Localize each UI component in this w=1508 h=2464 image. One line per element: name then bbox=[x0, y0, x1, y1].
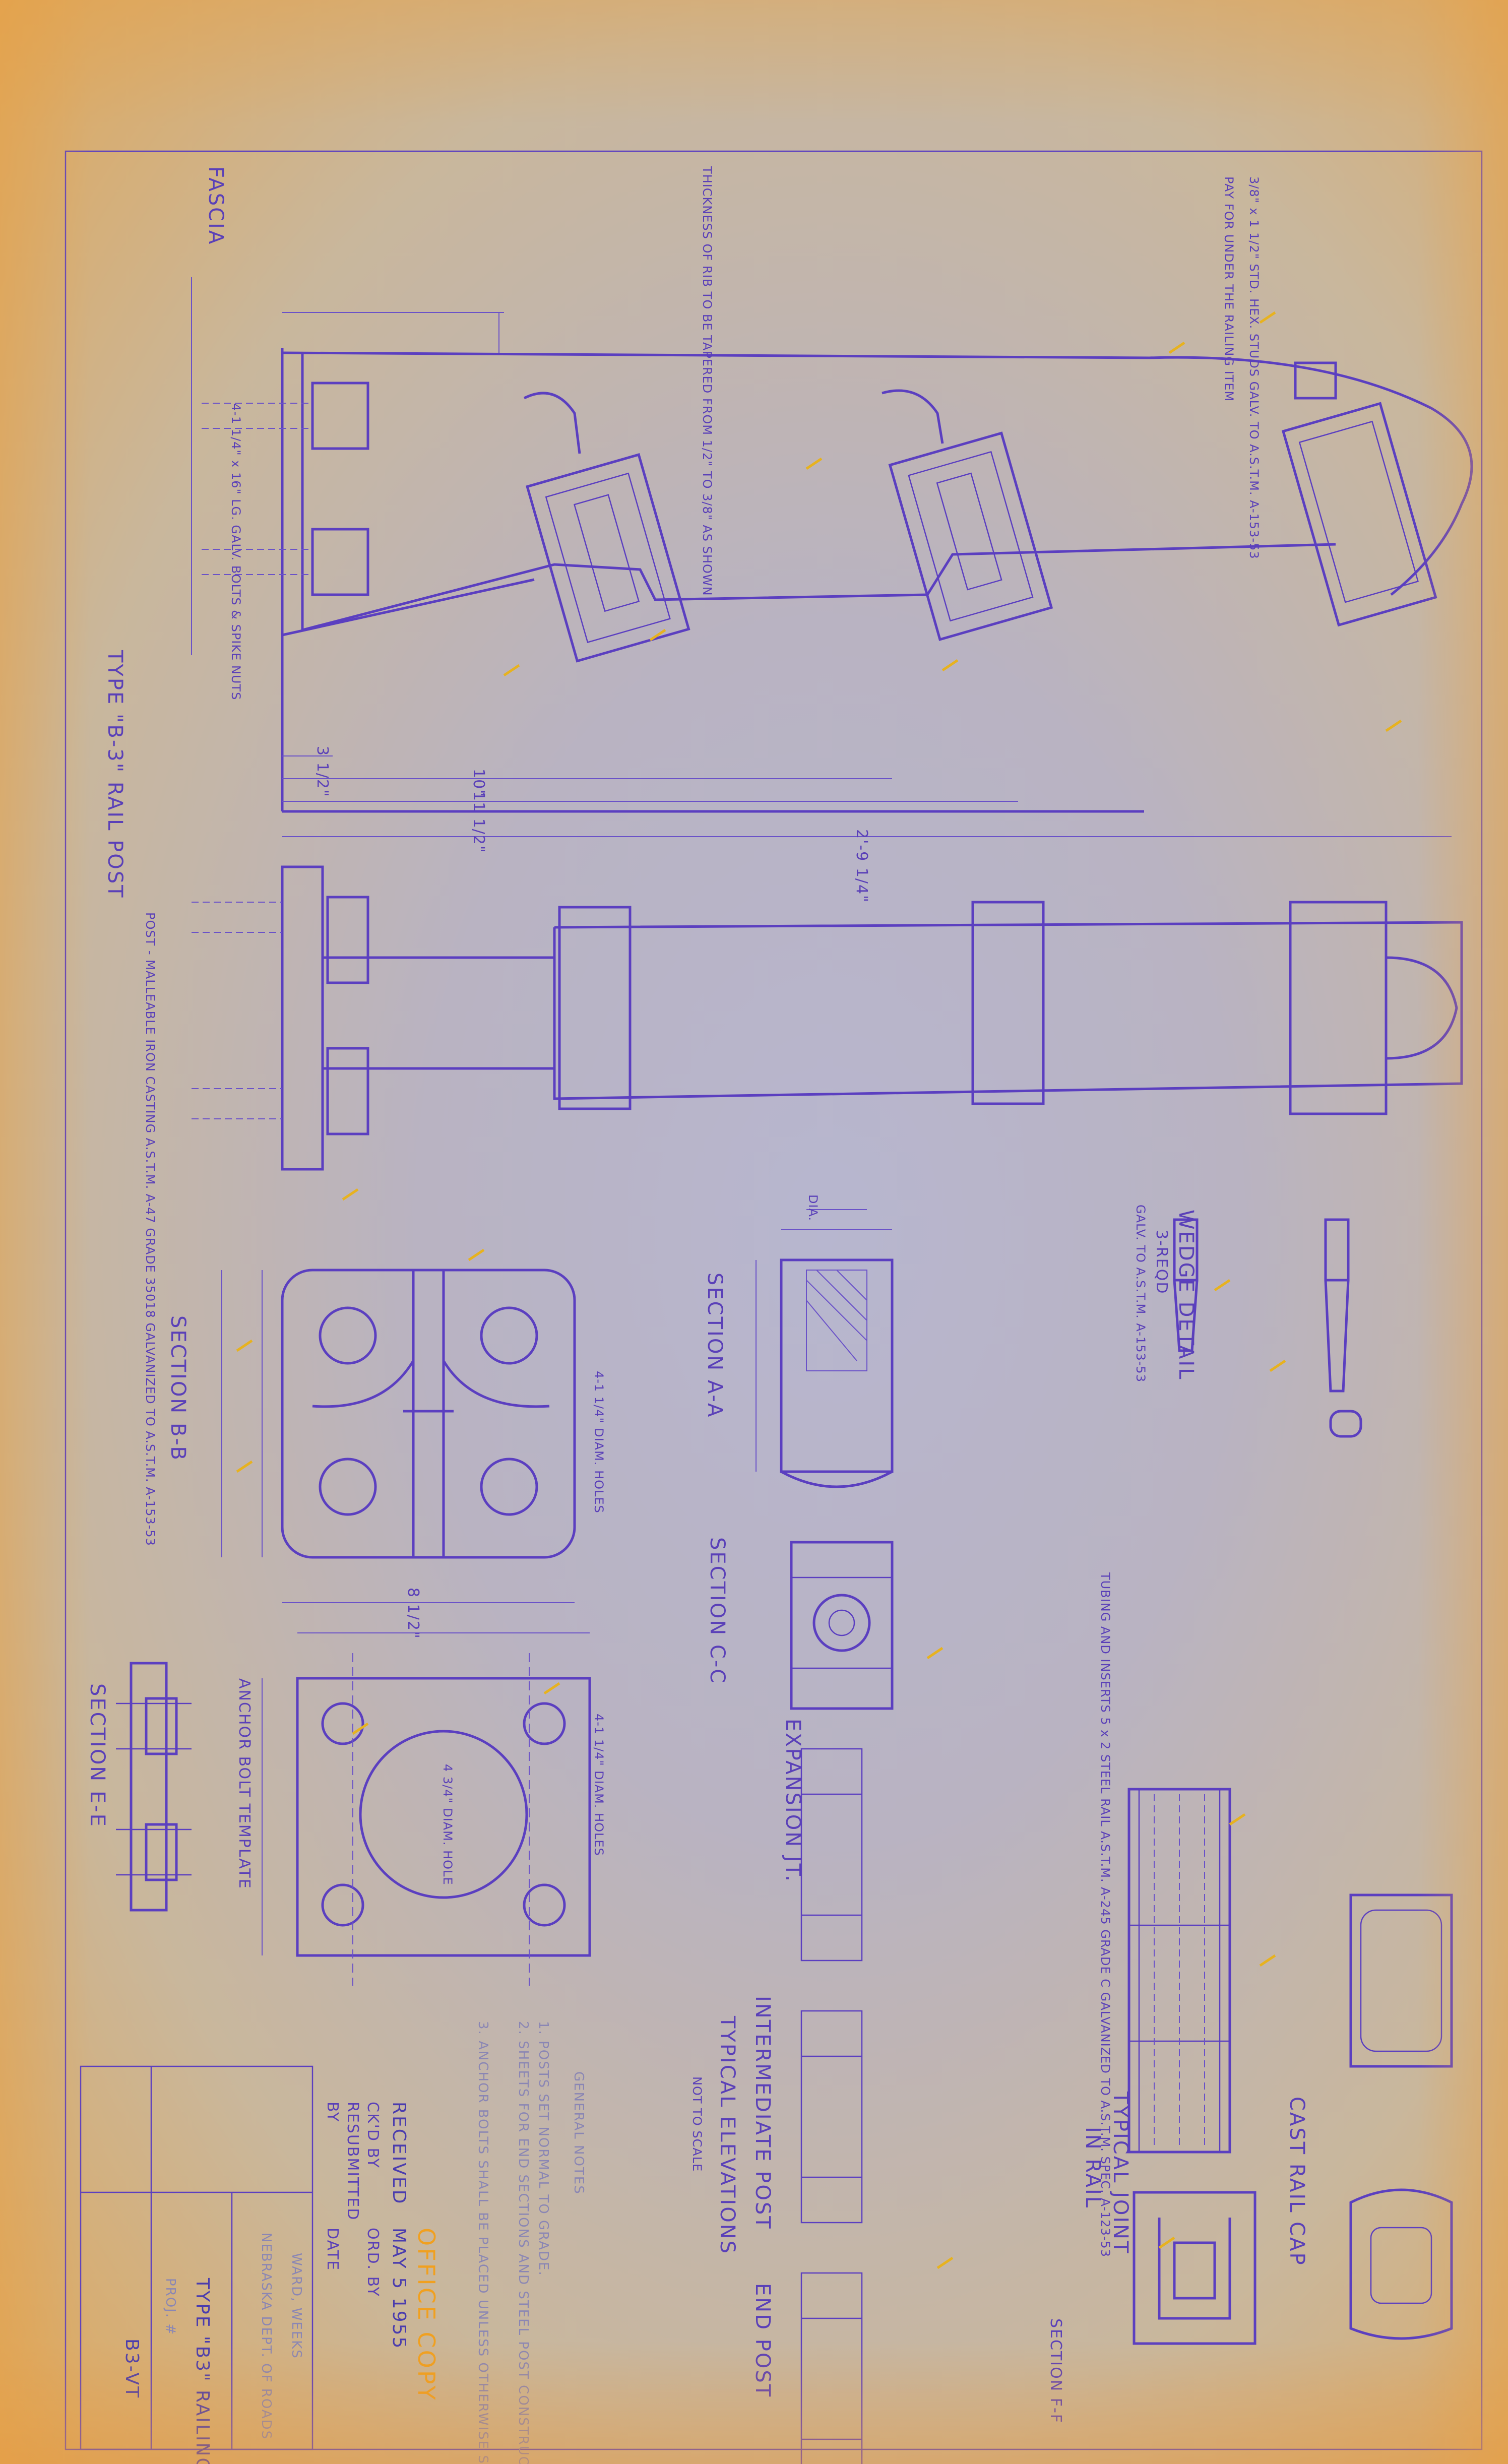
anchor-template-title: ANCHOR BOLT TEMPLATE bbox=[235, 1678, 253, 1889]
dim-3: 3 1/2" bbox=[313, 746, 331, 798]
section-bb-title: SECTION B-B bbox=[166, 1315, 190, 1462]
by-label: BY bbox=[324, 2102, 341, 2122]
ord-by-label: ORD. BY bbox=[364, 2228, 382, 2297]
section-bb bbox=[221, 1269, 576, 1603]
note-3: 3. ANCHOR BOLTS SHALL BE PLACED UNLESS O… bbox=[475, 2021, 490, 2464]
end-post-label: END POST bbox=[751, 2283, 774, 2398]
anchor-template bbox=[262, 1632, 591, 1986]
section-ee-title: SECTION E-E bbox=[86, 1683, 109, 1828]
rail-plan-view bbox=[192, 865, 1463, 1171]
title-block-engineer: WARD, WEEKS bbox=[289, 2253, 304, 2359]
typical-elevations bbox=[800, 1748, 863, 2464]
dia-label: DIA. bbox=[806, 1194, 820, 1221]
title-block bbox=[80, 2065, 313, 2450]
center-hole-note: 4 3/4" DIAM. HOLE bbox=[441, 1764, 455, 1885]
title-block-owner: NEBRASKA DEPT. OF ROADS bbox=[259, 2233, 274, 2440]
not-to-scale: NOT TO SCALE bbox=[690, 2076, 704, 2172]
date-label: DATE bbox=[324, 2228, 341, 2271]
sheet-border bbox=[65, 150, 1483, 2450]
office-copy-stamp: OFFICE COPY bbox=[413, 2228, 440, 2402]
received-label: RECEIVED bbox=[389, 2102, 409, 2205]
expansion-jt-label: EXPANSION JT. bbox=[781, 1719, 804, 1883]
sheet-number: B3-VT bbox=[121, 2339, 142, 2399]
general-notes-title: GENERAL NOTES bbox=[571, 2071, 586, 2195]
pay-note: PAY FOR UNDER THE RAILING ITEM bbox=[1222, 176, 1236, 402]
received-date: MAY 5 1955 bbox=[389, 2228, 409, 2350]
rail-post-title: TYPE "B-3" RAIL POST bbox=[103, 650, 127, 899]
typical-elevations-title: TYPICAL ELEVATIONS bbox=[716, 2015, 739, 2255]
section-ee bbox=[116, 1662, 192, 1912]
ckd-by-label: CK'D BY bbox=[364, 2102, 382, 2169]
dim-8: 8 1/2" bbox=[404, 1588, 422, 1639]
tubing-note: TUBING AND INSERTS 5 x 2 STEEL RAIL A.S.… bbox=[1098, 1572, 1112, 2257]
note-1: 1. POSTS SET NORMAL TO GRADE. bbox=[536, 2021, 551, 2277]
note-2: 2. SHEETS FOR END SECTIONS AND STEEL POS… bbox=[516, 2021, 531, 2464]
anchor-holes-note: 4-1 1/4" DIAM. HOLES bbox=[592, 1714, 606, 1856]
wedge-reqd: 3-REQD bbox=[1153, 1230, 1170, 1294]
fascia-label: FASCIA bbox=[204, 166, 227, 245]
resubmitted-label: RESUBMITTED bbox=[344, 2102, 361, 2221]
typical-joint bbox=[1127, 1788, 1231, 2154]
wedge-detail-title: WEDGE DETAIL bbox=[1174, 1210, 1198, 1380]
title-block-proj: PROJ. # bbox=[163, 2278, 178, 2335]
section-cc-title: SECTION C-C bbox=[706, 1537, 729, 1684]
intermediate-post-label: INTERMEDIATE POST bbox=[751, 1996, 774, 2230]
section-aa-title: SECTION A-A bbox=[703, 1273, 726, 1418]
rib-note: THICKNESS OF RIB TO BE TAPERED FROM 1/2"… bbox=[700, 166, 714, 596]
dim-11: 11 1/2" bbox=[470, 791, 487, 854]
section-cc bbox=[790, 1541, 894, 1710]
section-aa bbox=[756, 1209, 894, 1488]
bolts-note: 4-1 1/4" x 16" LG. GALV. BOLTS & SPIKE N… bbox=[229, 403, 243, 700]
section-ff bbox=[1133, 2191, 1256, 2345]
wedge-galv: GALV. TO A.S.T.M. A-153-53 bbox=[1134, 1205, 1148, 1382]
in-rail-label: IN RAIL bbox=[1081, 2127, 1104, 2209]
yellow-checkmarks bbox=[236, 311, 1402, 2269]
post-note: POST - MALLEABLE IRON CASTING A.S.T.M. A… bbox=[143, 912, 157, 1546]
drain-holes-note: 4-1 1/4" DIAM. HOLES bbox=[592, 1371, 606, 1513]
typical-joint-title: TYPICAL JOINT bbox=[1109, 2091, 1132, 2255]
cast-rail-cap bbox=[1349, 1893, 1453, 2340]
title-block-title: TYPE "B3" RAILING DETAILS bbox=[192, 2278, 213, 2464]
dim-10: 10" bbox=[470, 769, 487, 798]
cast-rail-cap-title: CAST RAIL CAP bbox=[1285, 2097, 1308, 2266]
wedge-detail bbox=[1173, 1218, 1362, 1438]
overall-dim: 2'-9 1/4" bbox=[853, 829, 870, 903]
section-ff-title: SECTION F-F bbox=[1047, 2318, 1064, 2424]
studs-note: 3/8" x 1 1/2" STD. HEX. STUDS GALV. TO A… bbox=[1247, 176, 1261, 559]
rail-post-elevation bbox=[191, 277, 1473, 837]
